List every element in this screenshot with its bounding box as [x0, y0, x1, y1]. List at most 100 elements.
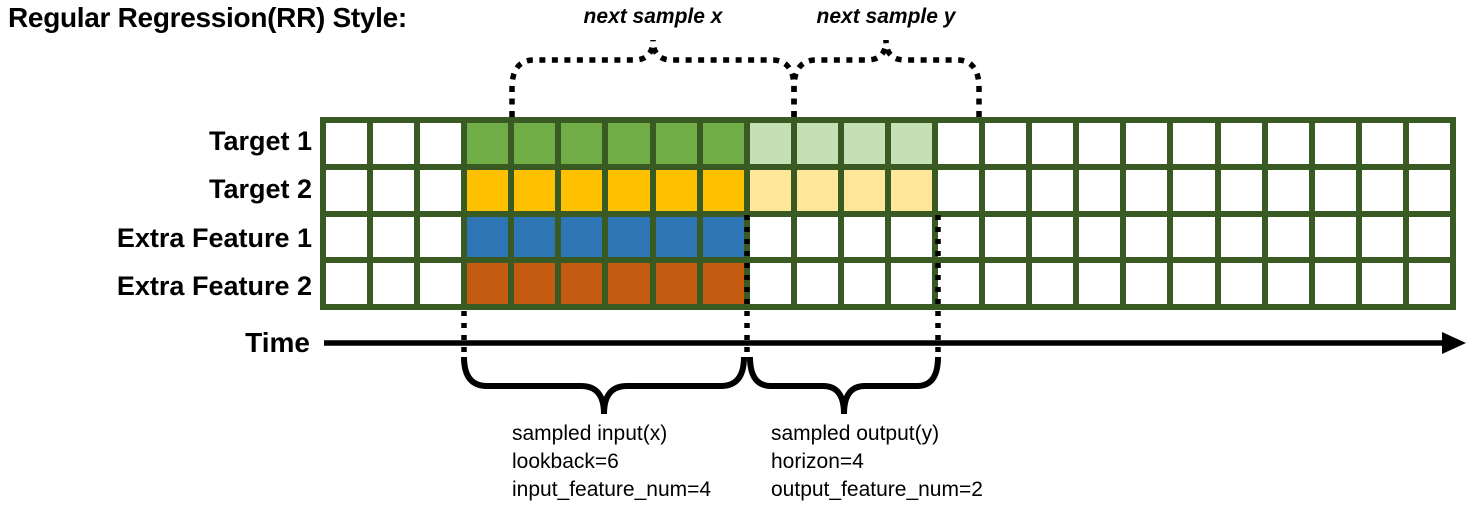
grid-cell: [326, 263, 368, 304]
output-feature-num-value: output_feature_num=2: [771, 478, 983, 501]
sampled-output-brace: [747, 356, 941, 415]
grid-cell: [796, 216, 838, 258]
lookback-value: lookback=6: [512, 450, 619, 473]
grid-cell: [702, 123, 744, 164]
grid-cell: [561, 263, 603, 304]
grid-cell: [1408, 169, 1450, 211]
grid-cell: [938, 263, 980, 304]
grid-cell: [1220, 263, 1262, 304]
grid-cell: [890, 123, 933, 164]
grid-cell: [749, 123, 791, 164]
next-sample-y-label: next sample y: [816, 5, 956, 28]
grid-cell: [1314, 263, 1356, 304]
row-label-target-2: Target 2: [208, 174, 312, 204]
grid-cell: [1267, 216, 1309, 258]
grid-cell: [561, 123, 603, 164]
input-feature-num-value: input_feature_num=4: [512, 478, 712, 501]
grid-cell: [326, 216, 368, 258]
grid-cell: [1079, 263, 1121, 304]
grid-cell: [373, 123, 415, 164]
grid-cell: [1267, 169, 1309, 211]
grid-cell: [1314, 169, 1356, 211]
grid-cell: [373, 169, 415, 211]
grid-cell: [373, 216, 415, 258]
grid-cell: [608, 216, 650, 258]
sampled-input-annotation: sampled input(x) lookback=6 input_featur…: [512, 420, 711, 504]
next-sample-y-brace: [791, 39, 982, 117]
grid-cell: [655, 263, 697, 304]
grid-cell: [608, 169, 650, 211]
grid-cell: [1220, 216, 1262, 258]
sampled-input-title: sampled input(x): [512, 422, 668, 445]
grid-cell: [749, 216, 791, 258]
grid-cell: [467, 123, 509, 164]
grid-cell: [1267, 263, 1309, 304]
grid-cell: [1220, 123, 1262, 164]
grid-cell: [749, 169, 791, 211]
grid-cell: [985, 263, 1027, 304]
grid-cell: [702, 216, 744, 258]
grid-cell: [373, 263, 415, 304]
grid-cell: [1173, 123, 1215, 164]
grid-cell: [467, 216, 509, 258]
grid-cell: [1126, 263, 1168, 304]
grid-cell: [1408, 123, 1450, 164]
grid-cell: [938, 169, 980, 211]
grid-cell: [1220, 169, 1262, 211]
grid-cell: [890, 216, 933, 258]
grid-cell: [655, 123, 697, 164]
grid-cell: [843, 216, 885, 258]
grid-cell: [1032, 263, 1074, 304]
grid-cell: [1032, 123, 1074, 164]
grid-cell: [420, 216, 462, 258]
grid-cell: [1126, 123, 1168, 164]
grid-cell: [843, 263, 885, 304]
sampled-output-annotation: sampled output(y) horizon=4 output_featu…: [771, 420, 983, 504]
grid-cell: [702, 263, 744, 304]
grid-cell: [1314, 216, 1356, 258]
grid-cell: [1361, 123, 1403, 164]
grid-cell: [1173, 263, 1215, 304]
page-title: Regular Regression(RR) Style:: [8, 2, 407, 33]
grid-cell: [890, 263, 933, 304]
grid-cell: [1173, 216, 1215, 258]
row-label-extra-feature-2: Extra Feature 2: [116, 271, 312, 301]
time-axis-arrowhead: [1442, 332, 1466, 354]
grid-cell: [420, 263, 462, 304]
grid-cell: [1408, 216, 1450, 258]
grid-cell: [655, 169, 697, 211]
grid-cell: [796, 263, 838, 304]
grid-cell: [326, 123, 368, 164]
grid-cell: [1267, 123, 1309, 164]
grid-cell: [608, 123, 650, 164]
grid-cell: [608, 263, 650, 304]
grid-cell: [702, 169, 744, 211]
grid-cell: [985, 169, 1027, 211]
grid-cell: [985, 123, 1027, 164]
grid-cell: [514, 169, 556, 211]
grid-cell: [1079, 169, 1121, 211]
grid-cell: [514, 216, 556, 258]
next-sample-x-label: next sample x: [583, 5, 723, 28]
time-axis-label: Time: [245, 327, 310, 358]
grid-cell: [1173, 169, 1215, 211]
grid-cell: [1361, 216, 1403, 258]
grid-cell: [326, 169, 368, 211]
row-label-extra-feature-1: Extra Feature 1: [116, 223, 312, 253]
grid-cell: [420, 169, 462, 211]
grid-cell: [1126, 216, 1168, 258]
sampled-input-brace: [461, 356, 747, 415]
grid-cell: [1032, 216, 1074, 258]
grid-cell: [843, 123, 885, 164]
grid-cell: [985, 216, 1027, 258]
grid-cell: [749, 263, 791, 304]
sampled-output-title: sampled output(y): [771, 422, 940, 445]
grid-cell: [514, 263, 556, 304]
grid-cell: [561, 169, 603, 211]
grid-cell: [420, 123, 462, 164]
grid-cell: [1126, 169, 1168, 211]
grid-cell: [1079, 216, 1121, 258]
horizon-value: horizon=4: [771, 450, 864, 473]
grid-cell: [467, 263, 509, 304]
